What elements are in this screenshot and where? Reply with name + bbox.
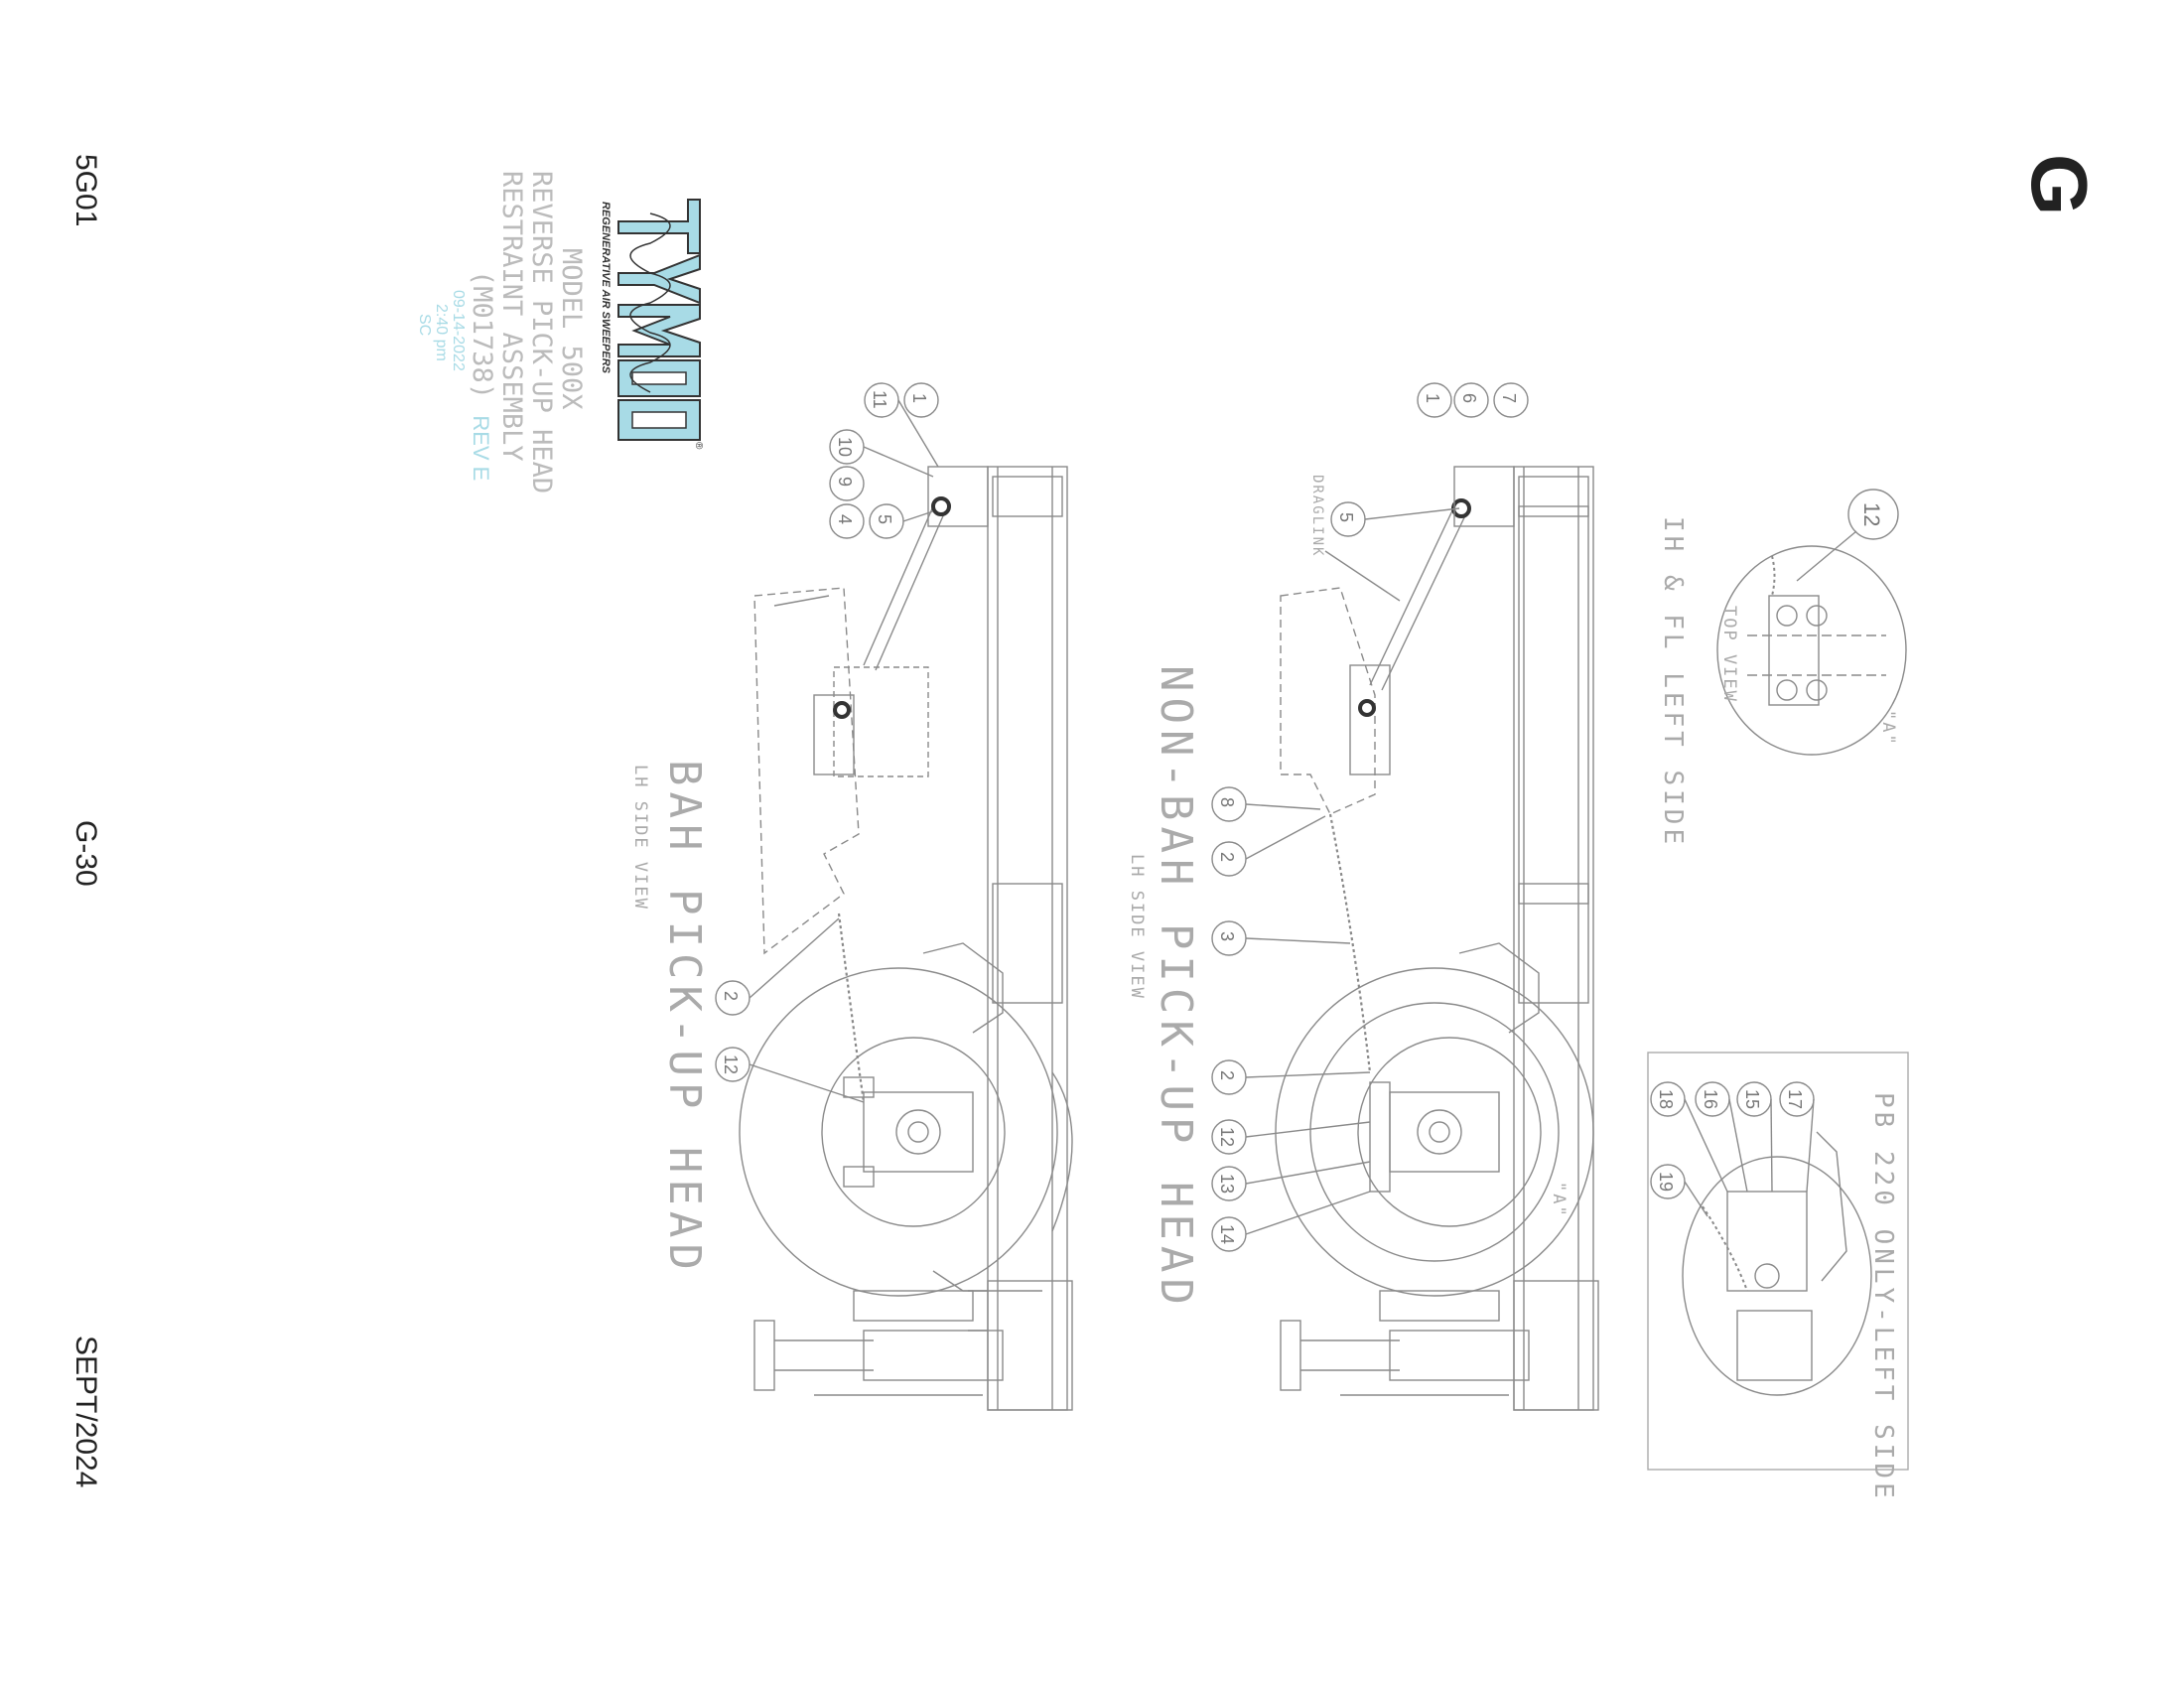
view-ref-a: "A" [1549, 1182, 1569, 1218]
callout-pb-17: 17 [1785, 1089, 1805, 1110]
callout-nonbah-3: 3 [1217, 931, 1237, 942]
bah-assembly [715, 382, 1073, 1411]
callout-nonbah-2b: 2 [1217, 1070, 1237, 1081]
logo-tagline: REGENERATIVE AIR SWEEPERS [600, 202, 612, 374]
detail-a [1716, 489, 1907, 756]
tymco-logo: REGENERATIVE AIR SWEEPERS ® [600, 199, 704, 450]
bah-view-subtitle: LH SIDE VIEW [630, 765, 650, 911]
callout-nonbah-7: 7 [1499, 393, 1519, 404]
callout-pb-18: 18 [1656, 1089, 1676, 1110]
callout-bah-9: 9 [835, 477, 855, 488]
tymco-logo-mark [617, 199, 701, 441]
nonbah-callouts [1211, 382, 1529, 1252]
callout-nonbah-1: 1 [1423, 393, 1442, 404]
callout-detail-12: 12 [1859, 502, 1884, 527]
callout-bah-2: 2 [721, 991, 741, 1002]
callout-nonbah-2a: 2 [1217, 852, 1237, 863]
callout-bah-11: 11 [870, 390, 889, 409]
detail-view-subtitle: TOP VIEW [1719, 606, 1739, 703]
callout-bah-5: 5 [875, 514, 894, 525]
callout-nonbah-6: 6 [1459, 393, 1479, 404]
callout-nonbah-5: 5 [1336, 512, 1356, 523]
detail-view-ref: "A" [1878, 710, 1898, 747]
callout-nonbah-8: 8 [1217, 797, 1237, 808]
callout-pb-19: 19 [1656, 1172, 1676, 1193]
draglink-label: DRAGLINK [1309, 475, 1325, 558]
bah-view-title: BAH PICK-UP HEAD [659, 760, 710, 1276]
callout-nonbah-14: 14 [1217, 1224, 1237, 1245]
callout-nonbah-12: 12 [1217, 1127, 1237, 1148]
detail-view-title: IH & FL LEFT SIDE [1658, 516, 1688, 849]
pb220-callouts [1650, 1081, 1815, 1217]
callout-pb-15: 15 [1742, 1089, 1762, 1110]
pb220-view-title: PB 220 ONLY-LEFT SIDE [1868, 1092, 1898, 1502]
callout-bah-1: 1 [909, 393, 929, 404]
bah-callouts [715, 382, 939, 1103]
pb220-inset [1647, 1052, 1909, 1471]
callout-bah-10: 10 [835, 437, 855, 458]
logo-registered: ® [693, 442, 704, 450]
callout-nonbah-13: 13 [1217, 1174, 1237, 1195]
nonbah-view-title: NON-BAH PICK-UP HEAD [1151, 665, 1201, 1311]
nonbah-view-subtitle: LH SIDE VIEW [1127, 854, 1147, 1000]
callout-bah-4: 4 [835, 514, 855, 525]
nonbah-assembly [1211, 382, 1599, 1411]
callout-pb-16: 16 [1701, 1089, 1720, 1110]
callout-bah-12: 12 [721, 1055, 741, 1075]
